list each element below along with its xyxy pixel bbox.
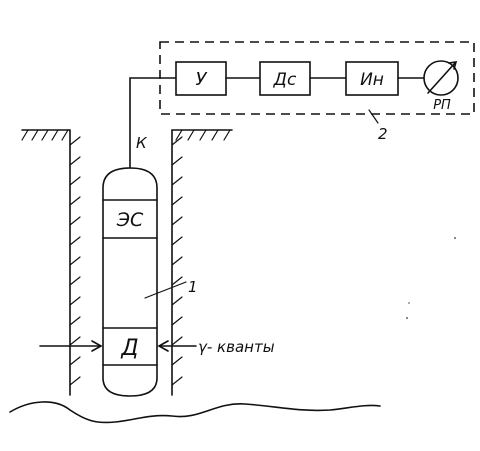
electronic-section-label: ЭС <box>116 209 144 231</box>
speck <box>454 237 456 239</box>
borehole-right-wall <box>171 129 183 396</box>
gamma-arrow-right <box>157 340 197 352</box>
meter-label: РП <box>433 98 451 113</box>
discriminator-block <box>259 61 311 96</box>
gamma-arrow-left <box>39 340 103 352</box>
probe <box>102 167 158 397</box>
ground-surface <box>21 129 233 141</box>
gamma-quanta-label: γ- кванты <box>198 338 275 356</box>
cable-label: К <box>136 134 148 152</box>
surface-unit-leader-line <box>368 109 379 124</box>
integrator-block <box>345 61 399 96</box>
amplifier-label: У <box>196 69 208 90</box>
speck <box>406 317 408 319</box>
probe-number-label: 1 <box>188 278 198 296</box>
integrator-label: Ин <box>360 70 384 90</box>
surface-unit-number-label: 2 <box>378 125 388 143</box>
meter-gauge-icon <box>423 60 459 96</box>
rock-bottom-outline <box>9 401 381 424</box>
borehole-left-wall <box>69 129 81 396</box>
probe-leader-line <box>144 281 187 299</box>
amplifier-block <box>175 61 227 96</box>
surface-unit-enclosure <box>159 41 475 115</box>
cable-line <box>129 77 177 169</box>
detector-label: Д <box>120 336 138 361</box>
discriminator-label: Дс <box>273 70 297 90</box>
speck <box>408 302 410 304</box>
